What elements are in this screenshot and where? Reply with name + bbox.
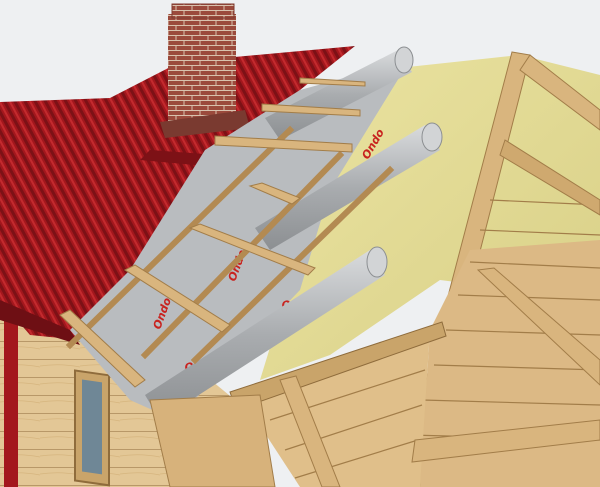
bottom-chord <box>411 419 600 463</box>
rafter-left-bay <box>240 330 430 487</box>
diagonal-beam <box>476 267 600 386</box>
wall-post <box>4 300 18 487</box>
batten <box>299 77 366 87</box>
window-glass <box>82 379 102 475</box>
batten <box>123 264 231 333</box>
batten <box>248 182 302 205</box>
batten <box>59 309 146 388</box>
ridge-beam <box>499 139 600 216</box>
roof-truss-structure <box>149 51 600 487</box>
roof-battens <box>59 77 366 388</box>
batten <box>188 223 316 276</box>
membrane-roll-middle <box>255 122 443 250</box>
membrane-roll-top <box>265 46 414 140</box>
hip-rafter-right <box>519 54 600 131</box>
chimney-base <box>160 110 250 138</box>
tie-beam <box>279 375 341 487</box>
membrane-roll-bottom <box>145 246 388 420</box>
batten <box>261 103 361 117</box>
chimney-cap <box>171 3 235 19</box>
batten <box>214 135 353 153</box>
fascia-board <box>149 394 276 487</box>
roof-eave-edge <box>0 300 80 345</box>
chimney <box>168 14 236 124</box>
